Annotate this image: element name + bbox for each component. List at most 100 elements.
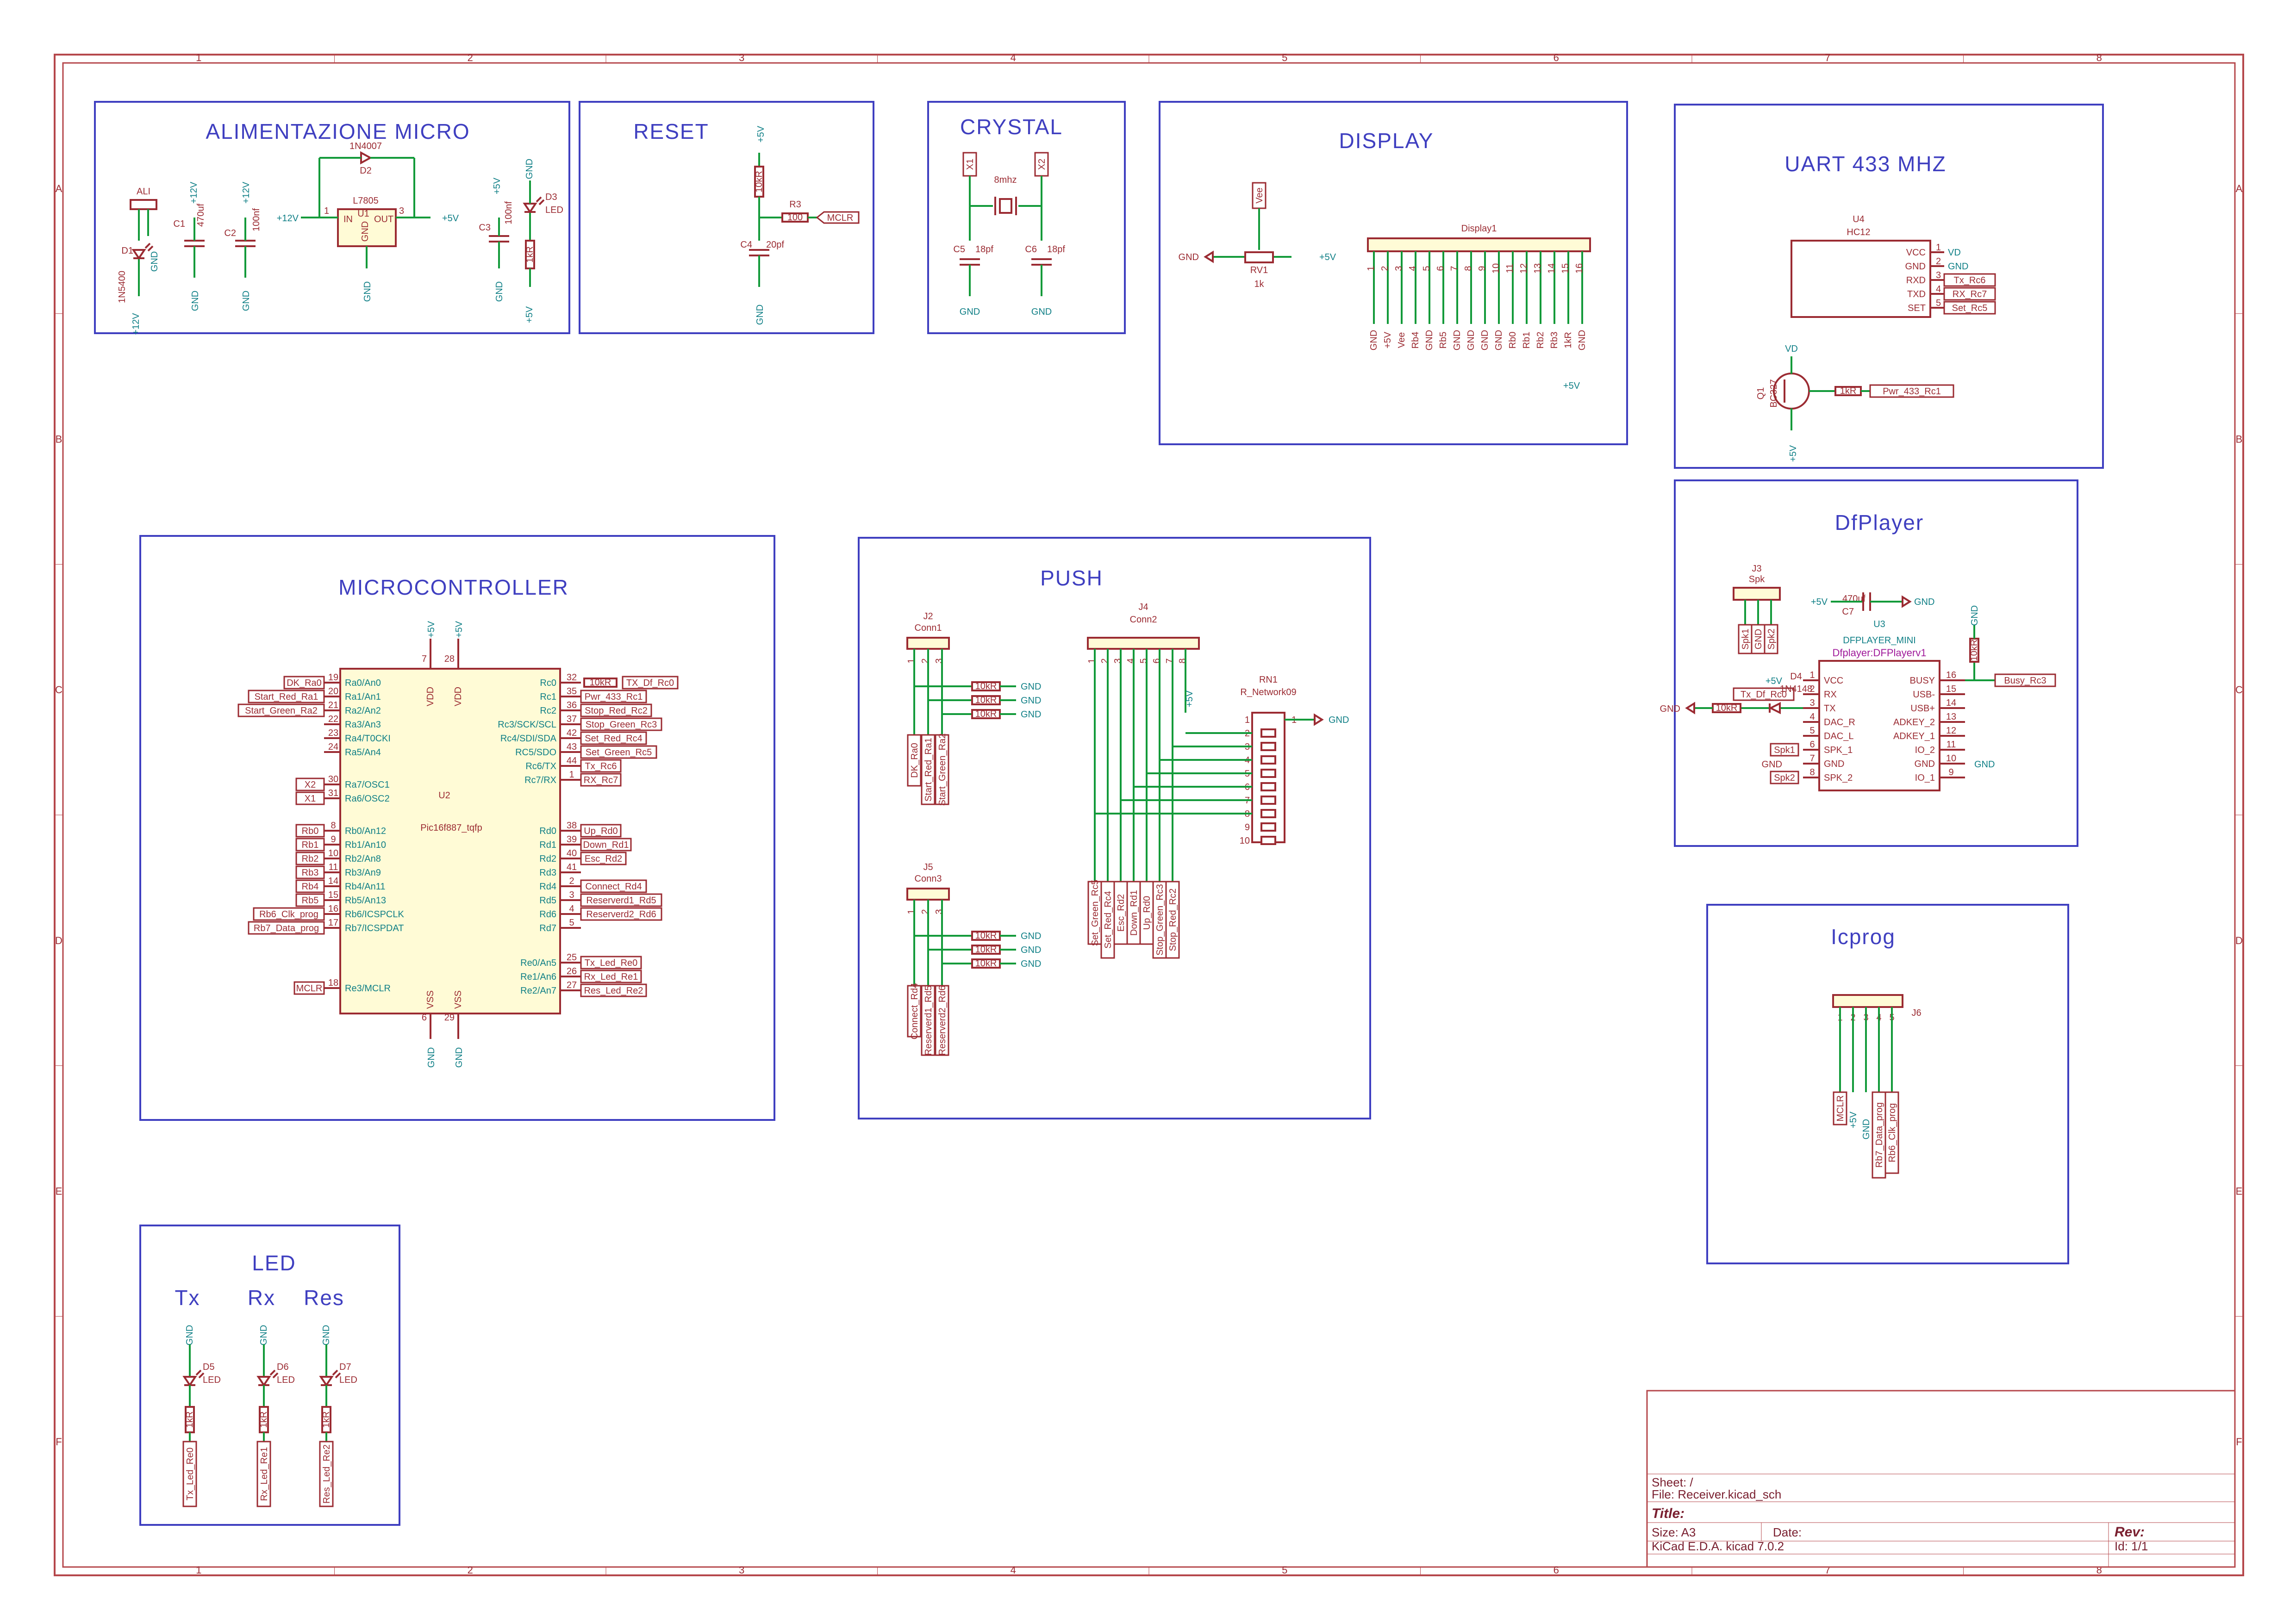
- net-label: Stop_Red_Rc2: [1165, 881, 1180, 959]
- resistor: 1kR: [321, 1406, 331, 1433]
- u2-pin-name: Rc6/TX: [525, 761, 556, 771]
- capacitor: [489, 235, 509, 243]
- net-label-box: [580, 907, 662, 921]
- net-label-box: [1833, 1091, 1847, 1126]
- u2-gnd: GND: [426, 1047, 437, 1068]
- net-label-box: [253, 907, 325, 921]
- net-label-text: Rb7_Data_prog: [1874, 1102, 1884, 1168]
- c1-ref: C1: [173, 219, 185, 229]
- net-label: Rb6_Clk_prog: [253, 907, 325, 921]
- led-ref: D5: [203, 1362, 215, 1372]
- resistor-value: 10kR: [1716, 703, 1738, 713]
- net-label: Rb1: [295, 838, 325, 852]
- net-label-text: Esc_Rd2: [1116, 894, 1126, 932]
- connector-pin-number: 2: [920, 909, 930, 914]
- rn1-gnd: GND: [1329, 715, 1349, 725]
- resistor: 100: [781, 212, 809, 223]
- j4-value: Conn2: [1130, 615, 1157, 625]
- net-label-box: [580, 838, 632, 852]
- display-pin-number: 6: [1435, 266, 1446, 271]
- u3-pin-name: RX: [1824, 690, 1837, 700]
- c3-ref: C3: [479, 223, 491, 233]
- frame-col-top: 2: [468, 52, 473, 63]
- u4-ref: U4: [1853, 214, 1865, 224]
- j6-ref: J6: [1911, 1008, 1921, 1018]
- net-label: X2: [1034, 152, 1049, 177]
- connector-gnd: GND: [1021, 959, 1041, 969]
- display-pin-number: 15: [1560, 263, 1571, 274]
- net-label-text: DK_Ra0: [287, 678, 322, 688]
- rv1-value: 1k: [1254, 279, 1264, 289]
- net-label: Start_Red_Ra1: [921, 734, 936, 805]
- net-label-text: Rb6_Clk_prog: [259, 909, 318, 920]
- net-label-text: RX_Rc7: [1953, 289, 1987, 299]
- q1-body: [1773, 373, 1810, 410]
- tb-sheet: Sheet: /: [1652, 1475, 1693, 1489]
- section-box: [139, 535, 775, 1121]
- led-symbol: [131, 243, 154, 260]
- u3-pin-number: 13: [1946, 712, 1956, 722]
- net-label-text: Rb7_Data_prog: [254, 923, 319, 933]
- capacitor: [1031, 258, 1052, 266]
- section-crystal: CRYSTAL: [927, 101, 1126, 334]
- j4-pin-number: 1: [1087, 658, 1097, 663]
- led-gnd: GND: [185, 1325, 195, 1345]
- resistor: 10kR: [1712, 703, 1741, 713]
- net-label-box: [580, 956, 642, 970]
- c5-gnd: GND: [960, 307, 980, 317]
- net-label: Reserverd2_Rd6: [580, 907, 662, 921]
- net-label: Tx_Rc6: [1943, 273, 1996, 287]
- net-label-text: GND: [1753, 629, 1764, 649]
- resistor-value: 10kR: [975, 931, 997, 941]
- u1-gnd: GND: [360, 221, 370, 242]
- net-label-box: [1994, 673, 2056, 687]
- micro-section: U2Pic16f887_tqfpVDD7+5VVSS6GNDVDD28+5VVS…: [237, 621, 679, 1068]
- u2-pin-name: Rb5/An13: [345, 895, 386, 906]
- display-pin-net: Rb0: [1508, 332, 1518, 349]
- u2-pin-name: Ra4/T0CKI: [345, 734, 391, 744]
- tb-rev: Rev:: [2115, 1524, 2145, 1540]
- u2-pin-name: Ra2/An2: [345, 706, 381, 716]
- connector-pin-number: 1: [906, 658, 917, 663]
- net-label: Reserverd2_Rd6: [935, 985, 949, 1056]
- u3-pin-number: 8: [1809, 767, 1815, 777]
- resistor: 1kR: [185, 1406, 195, 1433]
- display-pin-net: +5V: [1383, 331, 1393, 348]
- section-title: UART 433 MHZ: [1784, 152, 1947, 176]
- net-label: Spk2: [1764, 624, 1778, 654]
- j4-ref: J4: [1138, 602, 1148, 612]
- net-label-text: Tx_Rc6: [585, 761, 617, 771]
- section-title: PUSH: [1040, 566, 1103, 590]
- c6-value: 18pf: [1047, 244, 1065, 255]
- u3-pin-name: ADKEY_1: [1893, 731, 1935, 741]
- gnd-ali: GND: [150, 251, 160, 272]
- net-label-text: Start_Green_Ra2: [937, 734, 948, 806]
- net-label-box: [580, 893, 662, 907]
- net-label-box: [295, 879, 325, 893]
- section-display: DISPLAY: [1159, 101, 1628, 445]
- net-label: Res_Led_Re2: [580, 983, 647, 997]
- connector-gnd: GND: [1021, 696, 1041, 706]
- connector-body: [906, 637, 950, 650]
- net-label-text: DK_Ra0: [910, 743, 920, 778]
- net-label-box: [580, 852, 627, 865]
- gnd-c1: GND: [190, 291, 200, 311]
- resistor-value: 10kR: [975, 709, 997, 719]
- reset-gnd: GND: [755, 305, 765, 325]
- tb-id: Id: 1/1: [2115, 1539, 2148, 1553]
- resistor-value: 10kR: [975, 681, 997, 691]
- display-pin-net: Rb3: [1549, 332, 1560, 349]
- j3-header: [1733, 587, 1781, 601]
